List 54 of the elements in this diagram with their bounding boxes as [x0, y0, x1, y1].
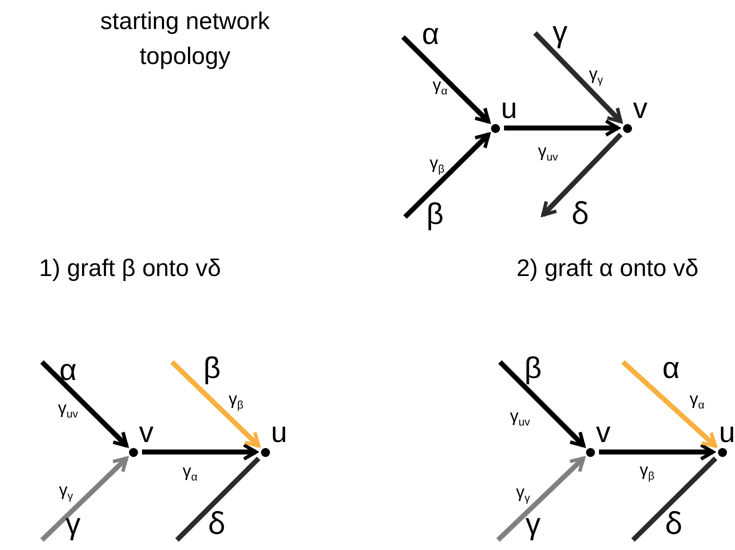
- vertex-label: v: [633, 95, 648, 124]
- edge-label: γ$_{γ}$: [59, 481, 73, 503]
- panel-heading: starting network topology: [99, 7, 271, 72]
- arrow: [504, 119, 620, 137]
- node-dot: [128, 448, 138, 456]
- arrow: [401, 35, 490, 124]
- edge-label: γ$_{uv}$: [510, 407, 530, 429]
- node-dot: [622, 124, 632, 132]
- leaf-label: β: [426, 200, 444, 230]
- leaf-label: α: [422, 20, 440, 50]
- leaf-label: ẟ: [208, 510, 226, 540]
- panel-heading: 2) graft α onto vδ: [516, 254, 700, 284]
- panel-heading: 1) graft β onto vδ: [38, 254, 222, 284]
- arrow: [142, 443, 258, 461]
- arrow: [599, 443, 715, 461]
- arrow: [40, 456, 128, 542]
- vertex-label: u: [271, 419, 288, 448]
- arrow: [498, 360, 586, 448]
- vertex-label: u: [719, 419, 735, 448]
- node-dot: [490, 124, 500, 132]
- leaf-label: ẟ: [572, 200, 590, 230]
- edge-label: γ$_{β}$: [228, 390, 244, 412]
- edge-label: γ$_{uv}$: [58, 399, 78, 421]
- vertex-label: v: [139, 419, 154, 448]
- leaf-label: γ: [66, 510, 80, 540]
- leaf-label: α: [662, 354, 680, 384]
- node-dot: [260, 448, 270, 456]
- vertex-label: v: [596, 419, 610, 448]
- edge-label: γ$_{α}$: [690, 390, 704, 412]
- arrow: [496, 456, 586, 542]
- arrow: [40, 360, 128, 448]
- edge-label: γ$_{α}$: [432, 76, 448, 98]
- edge-label: γ$_{uv}$: [538, 142, 558, 164]
- leaf-label: ẟ: [665, 510, 683, 540]
- arrow: [170, 360, 260, 448]
- connector-line: [631, 456, 718, 542]
- edge-label: γ$_{β}$: [430, 154, 444, 176]
- arrow: [621, 360, 718, 448]
- arrow: [533, 31, 623, 124]
- vertex-label: u: [501, 95, 518, 124]
- leaf-label: γ: [526, 510, 540, 540]
- node-dot: [586, 448, 594, 456]
- leaf-label: α: [59, 356, 77, 386]
- edge-label: γ$_{β}$: [640, 461, 654, 483]
- edge-label: γ$_{γ}$: [589, 65, 603, 87]
- connector-line: [175, 456, 260, 542]
- arrow: [403, 132, 490, 219]
- edge-label: γ$_{γ}$: [516, 483, 530, 505]
- leaf-label: β: [524, 354, 542, 384]
- edge-label: γ$_{α}$: [182, 462, 198, 484]
- leaf-label: γ: [552, 18, 568, 48]
- arrow: [541, 132, 623, 217]
- leaf-label: β: [203, 354, 221, 384]
- node-dot: [718, 448, 726, 456]
